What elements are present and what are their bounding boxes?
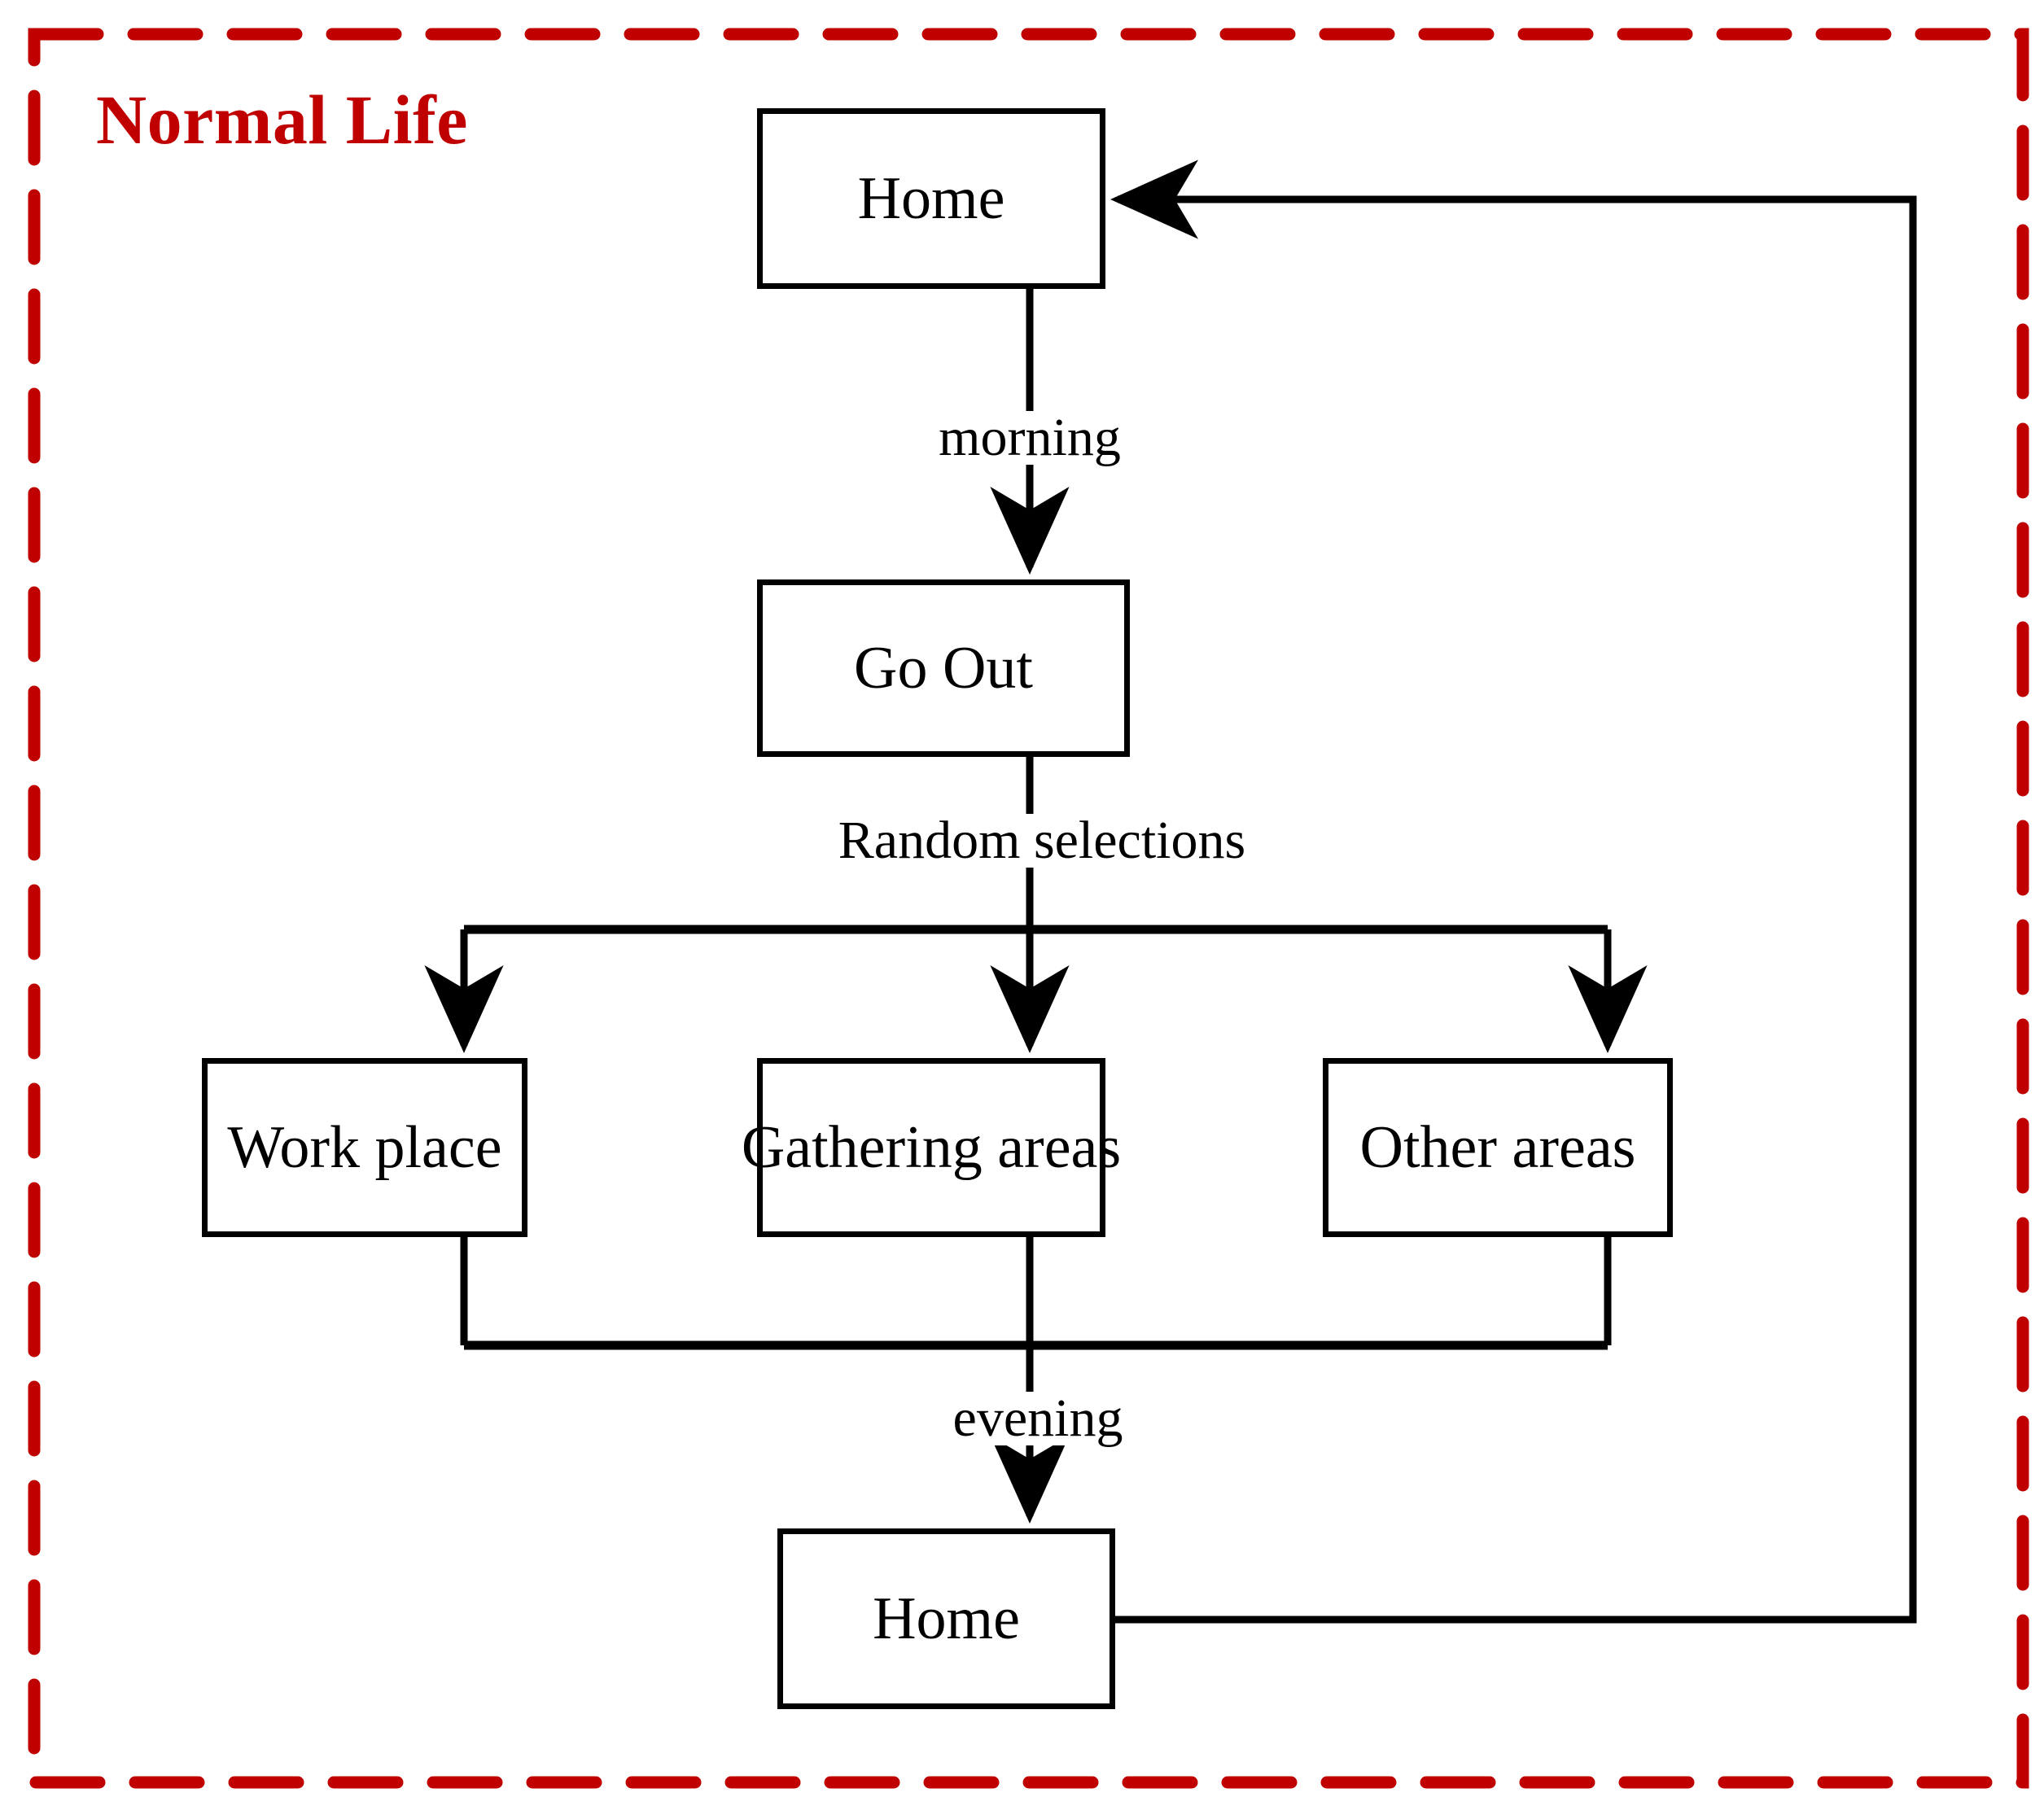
node-gathering-areas-label: Gathering areas [741,1114,1122,1181]
node-home-top-label: Home [857,165,1005,232]
node-go-out-label: Go Out [854,635,1033,702]
node-other-areas[interactable]: Other areas [1323,1058,1673,1237]
normal-life-boundary [28,28,2029,1789]
edge-label-morning: morning [930,411,1129,465]
node-gathering-areas[interactable]: Gathering areas [742,1058,1121,1237]
node-home-bottom-label: Home [873,1585,1020,1652]
node-work-place-label: Work place [227,1114,502,1181]
edge-label-random-selections: Random selections [829,814,1254,868]
node-work-place[interactable]: Work place [202,1058,527,1237]
node-home-bottom[interactable]: Home [777,1528,1115,1709]
node-home-top[interactable]: Home [757,108,1105,289]
edge-home-bottom-to-home-top-return [1110,160,1917,1624]
node-go-out[interactable]: Go Out [757,579,1130,757]
group-title-normal-life: Normal Life [96,81,468,159]
edge-label-evening: evening [944,1392,1131,1445]
node-other-areas-label: Other areas [1359,1114,1636,1181]
